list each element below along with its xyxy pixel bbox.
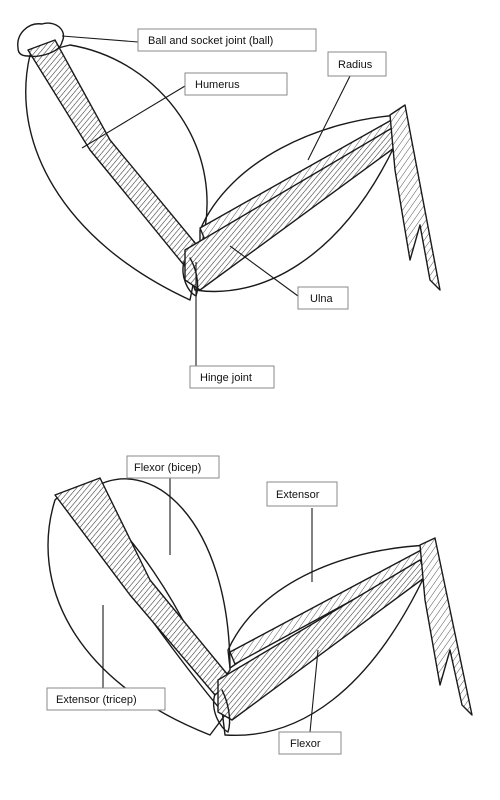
ball-joint-shape — [17, 22, 65, 58]
humerus-bone — [27, 39, 206, 271]
flexor-lower-leader — [309, 649, 319, 733]
ulna-leader — [229, 245, 299, 297]
hinge-joint-shape-lower — [213, 689, 231, 733]
label-ball-socket: Ball and socket joint (ball) — [137, 28, 317, 52]
label-extensor-tricep: Extensor (tricep) — [46, 687, 166, 711]
label-ball-socket-text: Ball and socket joint (ball) — [148, 35, 273, 47]
label-flexor-bicep: Flexor (bicep) — [126, 455, 220, 479]
humerus-leader — [81, 85, 186, 149]
radius-leader — [307, 75, 351, 161]
hand-shape-lower — [419, 537, 473, 716]
label-radius: Radius — [327, 51, 387, 77]
top-diagram: Ball and socket joint (ball) Humerus Rad… — [17, 22, 441, 389]
ulna-bone-lower — [217, 559, 429, 721]
label-hinge-text: Hinge joint — [200, 372, 252, 384]
label-extensor-upper: Extensor — [266, 481, 338, 507]
ball-socket-leader — [61, 35, 139, 43]
label-ulna: Ulna — [297, 286, 349, 310]
ulna-bone — [184, 127, 399, 291]
radius-bone — [199, 117, 401, 241]
label-humerus-text: Humerus — [195, 79, 240, 91]
label-humerus: Humerus — [184, 72, 288, 96]
label-flexor-lower: Flexor — [278, 731, 342, 755]
label-flexor-lower-text: Flexor — [290, 738, 321, 750]
label-extensor-tricep-text: Extensor (tricep) — [56, 694, 137, 706]
label-hinge: Hinge joint — [189, 365, 275, 389]
label-ulna-text: Ulna — [310, 293, 334, 305]
label-radius-text: Radius — [338, 59, 373, 71]
hand-shape — [389, 104, 441, 291]
label-flexor-bicep-text: Flexor (bicep) — [134, 462, 201, 474]
label-extensor-upper-text: Extensor — [276, 489, 320, 501]
bottom-diagram: Flexor (bicep) Extensor Extensor (tricep… — [46, 455, 473, 755]
humerus-bone-lower — [54, 477, 233, 696]
